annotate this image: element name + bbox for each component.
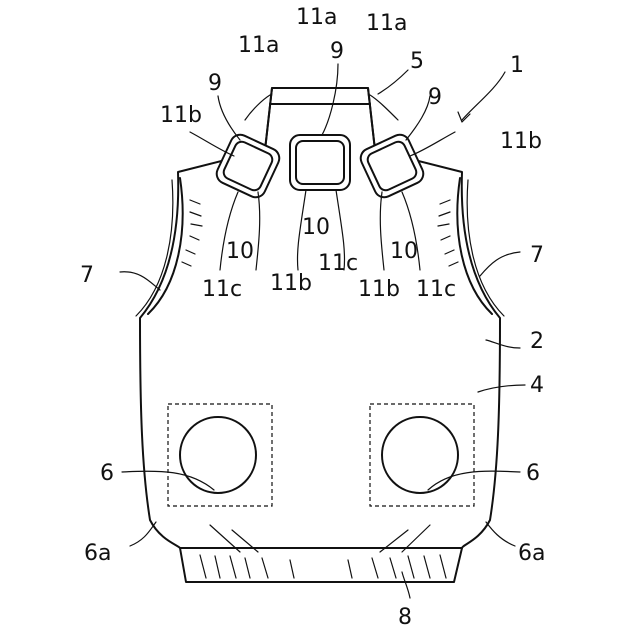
label-9-center: 9 [330,39,344,64]
label-10-center: 10 [302,215,330,240]
shirring-marks-right [438,200,458,266]
label-6-left: 6 [100,461,114,486]
label-11b-right: 11b [500,129,542,154]
label-6a-right: 6a [518,541,545,566]
hem-band [180,548,462,582]
label-11b-left: 11b [160,103,202,128]
label-11c-right: 11c [416,277,456,302]
shirring-marks-left [182,200,202,266]
label-11c-left: 11c [202,277,242,302]
label-6a-left: 6a [84,541,111,566]
label-11b-midleft: 11b [270,271,312,296]
label-8: 8 [398,605,412,630]
cooling-pad-center [290,135,350,190]
label-5: 5 [410,49,424,74]
fan-opening-left [180,417,256,493]
label-4: 4 [530,373,544,398]
label-6-right: 6 [526,461,540,486]
label-7-right: 7 [530,243,544,268]
label-11a-left: 11a [238,33,279,58]
fan-opening-right [382,417,458,493]
hem-band-shirring [200,525,446,578]
label-1: 1 [510,53,524,78]
label-10-left: 10 [226,239,254,264]
label-7-left: 7 [80,263,94,288]
label-11b-midright: 11b [358,277,400,302]
label-10-right: 10 [390,239,418,264]
cooling-pad-left [213,131,282,200]
label-9-right: 9 [428,85,442,110]
label-11a-right: 11a [366,11,407,36]
cooling-pad-right [357,131,426,200]
label-11c-center: 11c [318,251,358,276]
label-9-left: 9 [208,71,222,96]
label-11a-center: 11a [296,5,337,30]
label-2: 2 [530,329,544,354]
